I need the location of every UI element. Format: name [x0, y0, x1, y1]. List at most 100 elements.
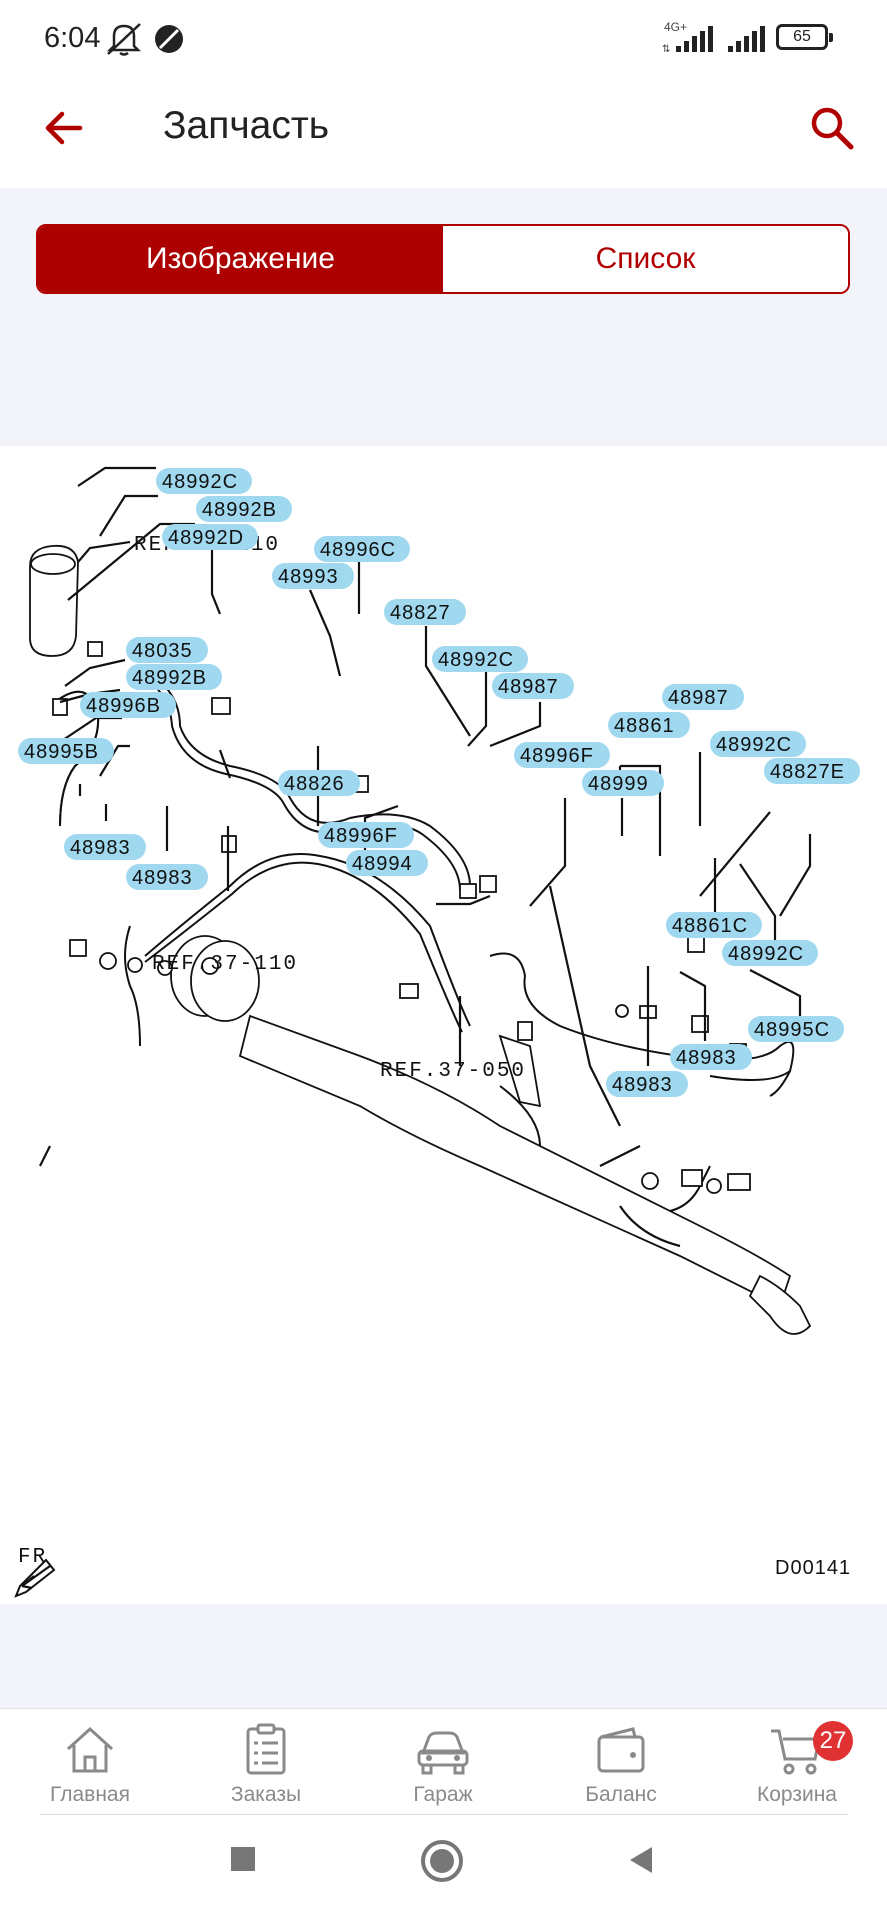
part-label-highlight[interactable] — [126, 664, 222, 690]
ref-label: REF.37-050 — [380, 1060, 526, 1083]
part-label-highlight[interactable] — [722, 940, 818, 966]
nav-balance-label: Баланс — [585, 1783, 657, 1806]
nav-orders[interactable]: Заказы — [196, 1723, 336, 1807]
part-label-highlight[interactable] — [64, 834, 146, 860]
part-label-highlight[interactable] — [582, 770, 664, 796]
wallet-icon — [597, 1727, 645, 1773]
app-bar: Запчасть — [0, 80, 887, 188]
arrow-left-icon[interactable] — [40, 104, 88, 152]
search-icon[interactable] — [806, 102, 858, 154]
part-label-highlight[interactable] — [662, 684, 744, 710]
part-number-label[interactable]: 48983 — [132, 867, 193, 889]
segmented-control: Изображение Список — [36, 224, 850, 294]
part-label-highlight[interactable] — [514, 742, 610, 768]
part-number-label[interactable]: 48983 — [612, 1074, 673, 1096]
nav-orders-label: Заказы — [230, 1783, 302, 1806]
status-time: 6:04 — [44, 22, 101, 54]
part-label-highlight[interactable] — [666, 912, 762, 938]
system-navigation-bar — [0, 1815, 887, 1920]
tab-list[interactable]: Список — [443, 226, 848, 292]
nav-balance[interactable]: Баланс — [551, 1723, 691, 1807]
part-number-label[interactable]: 48861C — [672, 915, 748, 937]
orders-icon — [246, 1723, 286, 1775]
view-switcher-area: Изображение Список — [0, 188, 887, 446]
nav-home[interactable]: Главная — [20, 1723, 160, 1807]
part-number-label[interactable]: 48996F — [324, 825, 398, 847]
part-number-label[interactable]: 48992B — [202, 499, 277, 521]
direction-label: FR — [18, 1546, 47, 1569]
signal-2-icon — [728, 26, 765, 52]
part-label-highlight[interactable] — [748, 1016, 844, 1042]
part-number-label[interactable]: 48999 — [588, 773, 649, 795]
steering-rack-drawing — [238, 1014, 812, 1335]
part-number-label[interactable]: 48996B — [86, 695, 161, 717]
page-title: Запчасть — [163, 104, 330, 147]
part-number-label[interactable]: 48035 — [132, 640, 193, 662]
home-icon — [66, 1726, 114, 1773]
part-number-label[interactable]: 48994 — [352, 853, 413, 875]
part-label-highlight[interactable] — [314, 536, 410, 562]
recent-apps-icon[interactable] — [229, 1845, 257, 1873]
home-button-icon[interactable] — [420, 1839, 464, 1883]
part-label-highlight[interactable] — [126, 864, 208, 890]
parts-diagram-drawing: REF.37-110 REF.37-110 REF.37-050 48992C4… — [14, 466, 860, 1598]
part-label-highlight[interactable] — [492, 673, 574, 699]
part-label-highlight[interactable] — [710, 731, 806, 757]
part-number-label[interactable]: 48827E — [770, 761, 845, 783]
part-number-label[interactable]: 48993 — [278, 566, 339, 588]
part-number-label[interactable]: 48861 — [614, 715, 675, 737]
part-number-label[interactable]: 48992C — [162, 471, 238, 493]
part-number-label[interactable]: 48827 — [390, 602, 451, 624]
nav-garage-label: Гараж — [413, 1783, 473, 1806]
part-number-label[interactable]: 48996F — [520, 745, 594, 767]
part-number-label[interactable]: 48987 — [498, 676, 559, 698]
nav-cart-label: Корзина — [757, 1783, 837, 1806]
part-label-highlight[interactable] — [606, 1071, 688, 1097]
data-saver-icon — [155, 25, 183, 53]
part-label-highlight[interactable] — [384, 599, 466, 625]
bottom-navigation: Главная Заказы Гараж — [0, 1708, 887, 1815]
part-label-highlight[interactable] — [18, 738, 114, 764]
part-label-highlight[interactable] — [670, 1044, 752, 1070]
part-number-label[interactable]: 48987 — [668, 687, 729, 709]
part-labels: 48992C 48992B 48992D 48996C 48993 48827 48035 4… — [18, 468, 860, 1097]
part-label-highlight[interactable] — [764, 758, 860, 784]
part-label-highlight[interactable] — [318, 822, 414, 848]
diagram-code: D00141 — [775, 1557, 851, 1579]
nav-garage[interactable]: Гараж — [373, 1723, 513, 1807]
part-label-highlight[interactable] — [432, 646, 528, 672]
car-icon — [417, 1731, 469, 1775]
part-label-highlight[interactable] — [608, 712, 690, 738]
part-label-highlight[interactable] — [278, 770, 360, 796]
nav-cart[interactable]: 27 Корзина — [727, 1721, 867, 1807]
status-bar: 6:04 4G+ ⇅ 65 — [0, 0, 887, 80]
signal-icon: ⇅ — [662, 26, 713, 54]
part-label-highlight[interactable] — [156, 468, 252, 494]
part-label-highlight[interactable] — [162, 524, 258, 550]
fr-direction-indicator: FR — [14, 1546, 56, 1598]
part-number-label[interactable]: 48995B — [24, 741, 99, 763]
part-number-label[interactable]: 48992C — [728, 943, 804, 965]
part-number-label[interactable]: 48992B — [132, 667, 207, 689]
svg-text:⇅: ⇅ — [662, 44, 670, 54]
part-number-label[interactable]: 48992D — [168, 527, 244, 549]
divider — [40, 1814, 848, 1815]
back-button-icon[interactable] — [626, 1845, 656, 1875]
part-label-highlight[interactable] — [346, 850, 428, 876]
ref-label: REF.37-110 — [152, 953, 298, 976]
nav-home-label: Главная — [50, 1783, 130, 1806]
part-number-label[interactable]: 48992C — [438, 649, 514, 671]
battery-indicator: 65 — [776, 24, 833, 50]
part-number-label[interactable]: 48983 — [676, 1047, 737, 1069]
part-number-label[interactable]: 48983 — [70, 837, 131, 859]
part-label-highlight[interactable] — [196, 496, 292, 522]
part-number-label[interactable]: 48995C — [754, 1019, 830, 1041]
part-number-label[interactable]: 48996C — [320, 539, 396, 561]
part-label-highlight[interactable] — [126, 637, 208, 663]
tab-image[interactable]: Изображение — [38, 226, 443, 292]
part-label-highlight[interactable] — [80, 692, 176, 718]
part-label-highlight[interactable] — [272, 563, 354, 589]
parts-diagram[interactable]: REF.37-110 REF.37-110 REF.37-050 48992C4… — [0, 446, 887, 1604]
part-number-label[interactable]: 48992C — [716, 734, 792, 756]
part-number-label[interactable]: 48826 — [284, 773, 345, 795]
